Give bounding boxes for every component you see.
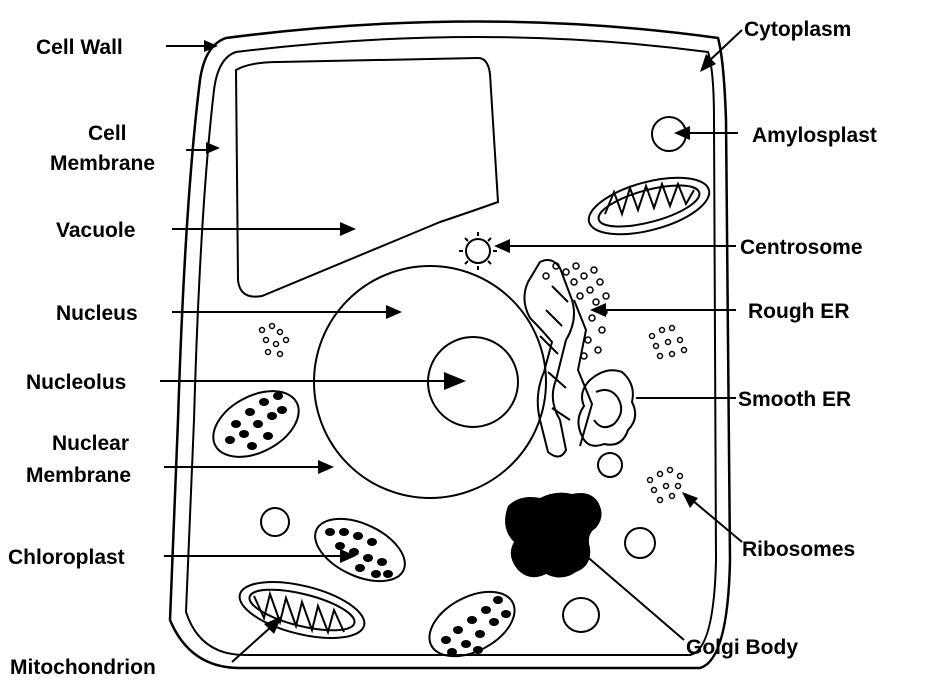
label-golgi-body: Golgi Body (686, 636, 798, 659)
cell-wall-outline (170, 22, 730, 669)
label-nuclear-membrane-line1: Nuclear (52, 432, 129, 455)
label-nucleolus: Nucleolus (26, 371, 126, 394)
label-smooth-er: Smooth ER (738, 388, 851, 411)
label-cytoplasm: Cytoplasm (744, 18, 851, 41)
label-amylosplast: Amylosplast (752, 124, 877, 147)
label-nuclear-membrane-line2: Membrane (26, 464, 131, 487)
label-rough-er: Rough ER (748, 300, 849, 323)
label-chloroplast: Chloroplast (8, 546, 125, 569)
label-cell-membrane-line2: Membrane (50, 152, 155, 175)
label-centrosome: Centrosome (740, 236, 863, 259)
label-cell-wall: Cell Wall (36, 36, 123, 59)
label-vacuole: Vacuole (56, 219, 135, 242)
label-nucleus: Nucleus (56, 302, 138, 325)
label-ribosomes: Ribosomes (742, 538, 855, 561)
label-mitochondrion: Mitochondrion (10, 656, 156, 679)
label-cell-membrane-line1: Cell (88, 122, 127, 145)
